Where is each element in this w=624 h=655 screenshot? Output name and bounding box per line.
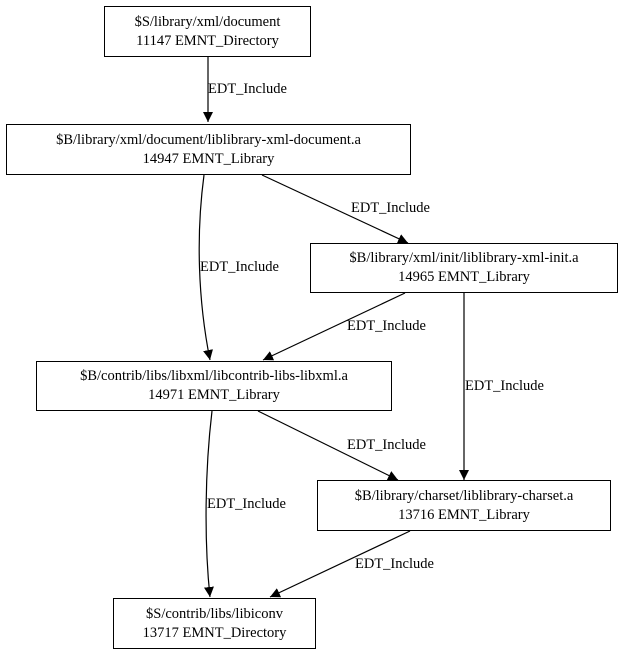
node-liblibrary-xml-document[interactable]: $B/library/xml/document/liblibrary-xml-d… xyxy=(6,124,411,175)
node-info: 14947 EMNT_Library xyxy=(142,150,275,167)
node-info: 14965 EMNT_Library xyxy=(398,269,530,285)
edge-label: EDT_Include xyxy=(208,81,287,97)
edge-label: EDT_Include xyxy=(347,318,426,334)
edge-document-lib-to-libxml xyxy=(198,174,213,361)
node-path: $B/contrib/libs/libxml/libcontrib-libs-l… xyxy=(80,368,348,384)
edge-label: EDT_Include xyxy=(351,200,430,216)
edge-label: EDT_Include xyxy=(347,437,426,453)
node-liblibrary-xml-init[interactable]: $B/library/xml/init/liblibrary-xml-init.… xyxy=(310,243,618,293)
node-path: $S/contrib/libs/libiconv xyxy=(146,605,283,622)
node-info: 13716 EMNT_Library xyxy=(398,506,530,523)
node-path: $B/library/charset/liblibrary-charset.a xyxy=(354,487,574,504)
edge-xml-init-to-libxml xyxy=(262,292,406,361)
edge-document-lib-to-xml-init xyxy=(261,174,409,244)
node-liblibrary-charset[interactable]: $B/library/charset/liblibrary-charset.a … xyxy=(317,480,611,531)
node-contrib-libs-libiconv-dir[interactable]: $S/contrib/libs/libiconv 13717 EMNT_Dire… xyxy=(113,598,316,649)
node-libcontrib-libs-libxml[interactable]: $B/contrib/libs/libxml/libcontrib-libs-l… xyxy=(36,361,392,411)
edge-libxml-to-charset xyxy=(257,410,399,481)
edge-libxml-to-libiconv xyxy=(203,410,214,598)
node-info: 11147 EMNT_Directory xyxy=(136,32,279,49)
edge-charset-to-libiconv xyxy=(269,530,411,598)
edge-label: EDT_Include xyxy=(355,556,434,572)
node-library-xml-document-dir[interactable]: $S/library/xml/document 11147 EMNT_Direc… xyxy=(104,6,311,57)
edge-label: EDT_Include xyxy=(207,496,286,512)
node-info: 14971 EMNT_Library xyxy=(148,387,280,403)
node-path: $B/library/xml/document/liblibrary-xml-d… xyxy=(56,131,361,148)
node-path: $B/library/xml/init/liblibrary-xml-init.… xyxy=(349,250,579,266)
edge-label: EDT_Include xyxy=(465,378,544,394)
node-path: $S/library/xml/document xyxy=(134,13,281,30)
edge-label: EDT_Include xyxy=(200,259,279,275)
node-info: 13717 EMNT_Directory xyxy=(142,624,287,641)
